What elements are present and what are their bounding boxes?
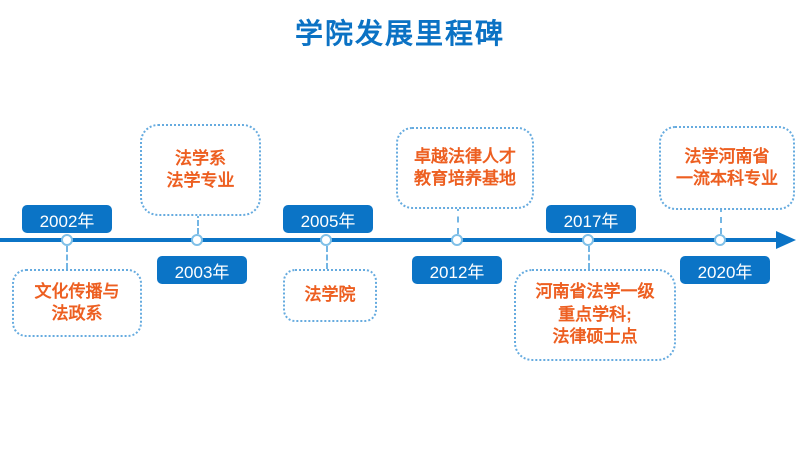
year-badge-2017: 2017年 — [546, 205, 636, 233]
year-badge-2005: 2005年 — [283, 205, 373, 233]
milestone-label: 法学院 — [304, 285, 356, 305]
page-title: 学院发展里程碑 — [294, 18, 505, 49]
milestone-label: 法学系 法学专业 — [166, 148, 235, 190]
timeline-marker-2017 — [582, 234, 594, 246]
timeline-arrowhead-icon — [776, 231, 796, 249]
milestone-callout-2017: 河南省法学一级 重点学科; 法律硕士点 — [514, 269, 676, 361]
connector-2020 — [720, 206, 722, 234]
milestone-label: 卓越法律人才 教育培养基地 — [414, 146, 516, 188]
milestone-callout-2005: 法学院 — [283, 269, 377, 322]
year-badge-2002: 2002年 — [22, 205, 112, 233]
year-badge-2020: 2020年 — [680, 256, 770, 284]
timeline-marker-2020 — [714, 234, 726, 246]
milestone-label: 河南省法学一级 重点学科; 法律硕士点 — [535, 282, 655, 347]
connector-2017 — [588, 246, 590, 269]
timeline-marker-2005 — [320, 234, 332, 246]
connector-2002 — [66, 246, 68, 269]
timeline-marker-2003 — [191, 234, 203, 246]
milestone-callout-2002: 文化传播与 法政系 — [12, 269, 142, 337]
connector-2005 — [326, 246, 328, 269]
timeline-marker-2012 — [451, 234, 463, 246]
milestone-label: 文化传播与 法政系 — [34, 281, 120, 323]
milestone-callout-2003: 法学系 法学专业 — [140, 124, 261, 216]
year-badge-2003: 2003年 — [157, 256, 247, 284]
milestone-label: 法学河南省 一流本科专业 — [676, 146, 778, 188]
timeline-marker-2002 — [61, 234, 73, 246]
milestone-callout-2020: 法学河南省 一流本科专业 — [659, 126, 795, 210]
milestone-callout-2012: 卓越法律人才 教育培养基地 — [396, 127, 534, 209]
year-badge-2012: 2012年 — [412, 256, 502, 284]
connector-2003 — [197, 212, 199, 234]
connector-2012 — [457, 205, 459, 234]
timeline-axis — [0, 238, 778, 242]
